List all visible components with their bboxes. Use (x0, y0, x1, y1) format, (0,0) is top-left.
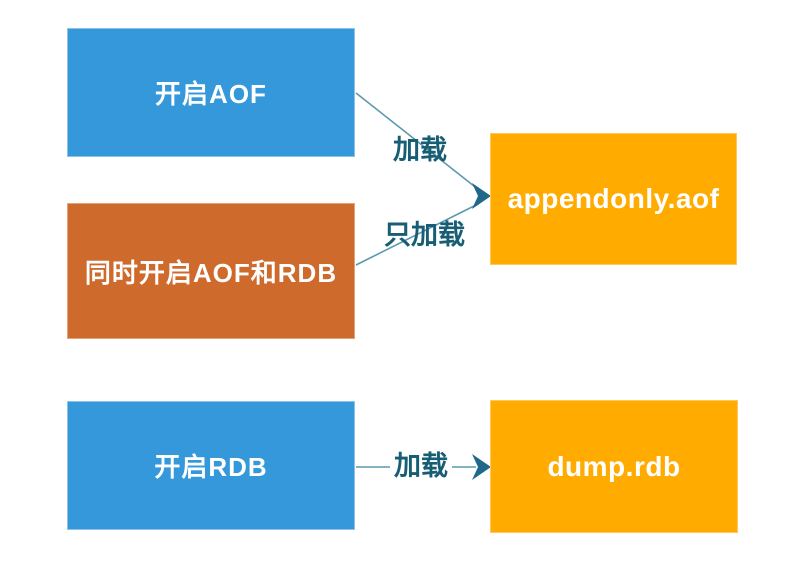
node-dump-rdb-file: dump.rdb (490, 400, 738, 533)
edge-aof-to-appendonly (355, 92, 480, 191)
edge-label-load-rdb: 加载 (390, 451, 452, 482)
edge-label-only-load: 只加载 (384, 220, 465, 250)
edge-label-load-aof: 加载 (393, 135, 447, 165)
node-aof-enabled-label: 开启AOF (155, 79, 267, 109)
node-appendonly-aof-file-label: appendonly.aof (507, 183, 720, 214)
edge-both-to-appendonly (355, 203, 479, 266)
node-rdb-enabled: 开启RDB (67, 401, 355, 530)
node-both-aof-rdb-enabled-label: 同时开启AOF和RDB (84, 257, 338, 288)
node-both-aof-rdb-enabled: 同时开启AOF和RDB (67, 203, 355, 339)
node-rdb-enabled-label: 开启RDB (154, 452, 268, 482)
arrowhead-dump-icon (472, 454, 491, 480)
node-aof-enabled: 开启AOF (67, 28, 355, 157)
node-dump-rdb-file-label: dump.rdb (547, 450, 681, 482)
node-appendonly-aof-file: appendonly.aof (490, 133, 737, 265)
arrowhead-appendonly-icon (472, 183, 491, 209)
